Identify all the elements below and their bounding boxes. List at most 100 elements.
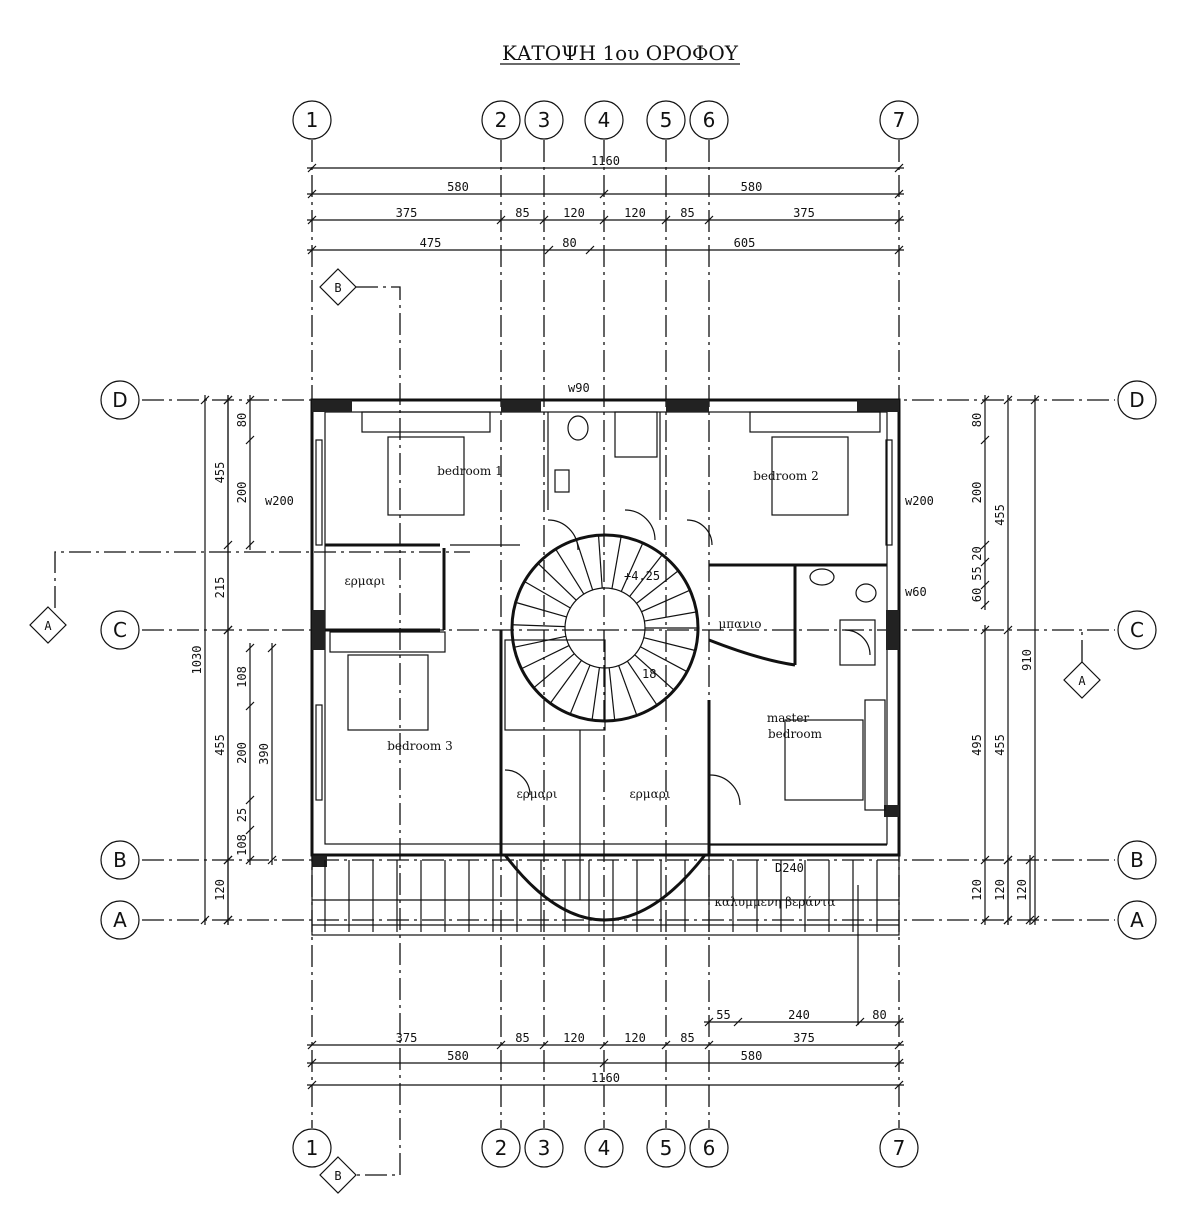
room-label-closet: ερμαρι — [630, 787, 671, 801]
dimension-window: 200 — [235, 742, 249, 764]
grid-bubble-label: A — [113, 908, 127, 932]
dimension-total: 910 — [1020, 649, 1034, 671]
annotation-w90: w90 — [568, 381, 590, 395]
section-marker — [1063, 661, 1101, 699]
section-line-a — [54, 551, 470, 608]
stair-tread — [636, 570, 679, 604]
balcony — [311, 854, 900, 936]
stair-tread — [569, 664, 591, 715]
section-marker-label: A — [1078, 674, 1086, 688]
dimension-tick — [496, 215, 506, 225]
dimension-tick — [1003, 855, 1013, 865]
dimension-tick — [1030, 915, 1040, 925]
bay-wall — [503, 854, 707, 922]
dimension-window: 120 — [1015, 879, 1029, 901]
door-swing — [504, 769, 531, 796]
grid-bubble-D — [100, 380, 140, 420]
dimension-tick — [661, 1040, 671, 1050]
door-swing — [709, 774, 741, 806]
grid-bubble-4 — [584, 1128, 624, 1168]
column — [501, 400, 541, 412]
dimension-window: 60 — [970, 588, 984, 602]
dimension-tick — [599, 189, 609, 199]
grid-bubble-label: 1 — [306, 1136, 319, 1160]
dimension-tick — [980, 435, 990, 445]
dimension-tick — [539, 215, 549, 225]
stair-tread — [524, 580, 571, 609]
dimension-tick — [894, 245, 904, 255]
annotation-steps: 18 — [642, 667, 656, 681]
stair-tread — [555, 548, 585, 595]
dimension-main: 120 — [213, 879, 227, 901]
grid-bubble-C — [100, 610, 140, 650]
dimension-tick — [245, 540, 255, 550]
dimension-segment: 375 — [396, 1031, 418, 1045]
stair-tread — [608, 667, 616, 721]
grid-bubble-A — [100, 900, 140, 940]
section-marker-label: B — [334, 1169, 341, 1183]
grid-bubble-label: B — [1130, 848, 1144, 872]
door-swing — [624, 509, 656, 541]
room-label-bedroom-1: bedroom 1 — [437, 464, 502, 478]
room-label-veranda: καλυμμενη βεράντα — [715, 895, 836, 909]
annotation-w200-left: w200 — [265, 494, 294, 508]
dimension-window: 80 — [970, 413, 984, 427]
dimension-tick — [599, 1040, 609, 1050]
stair-tread — [618, 665, 638, 716]
dimension-segment: 375 — [793, 1031, 815, 1045]
dimension-tick — [307, 189, 317, 199]
toilet — [855, 583, 877, 603]
dimension-tick — [1030, 395, 1040, 405]
grid-bubble-5 — [646, 1128, 686, 1168]
dimension-tick — [245, 795, 255, 805]
dimension-tick — [585, 245, 595, 255]
grid-bubble-7 — [879, 1128, 919, 1168]
dimension-tick — [1003, 395, 1013, 405]
grid-bubble-3 — [524, 1128, 564, 1168]
dimension-total: 1030 — [190, 646, 204, 675]
grid-bubble-label: C — [113, 618, 127, 642]
plan-title: ΚΑΤΟΨΗ 1ου ΟΡΟΦΟΥ — [502, 41, 739, 65]
dimension-window: 390 — [257, 743, 271, 765]
dimension-tick — [894, 189, 904, 199]
annotation-d240: D240 — [775, 861, 804, 875]
dimension-tick — [894, 215, 904, 225]
stair-tread — [620, 542, 644, 592]
dimension-main: 455 — [213, 734, 227, 756]
column — [886, 610, 899, 650]
dimension-tick — [223, 915, 233, 925]
dimension-tick — [223, 625, 233, 635]
dimension-opening: 475 — [420, 236, 442, 250]
stair-tread — [629, 554, 663, 597]
dimension-tick — [539, 1040, 549, 1050]
dimension-tick — [733, 1017, 743, 1027]
dimension-tick — [267, 643, 277, 653]
bed — [387, 436, 465, 516]
dimension-total: 1160 — [591, 1071, 620, 1085]
dimension-segment: 120 — [563, 206, 585, 220]
stair-tread — [513, 635, 566, 648]
dimension-tick — [704, 215, 714, 225]
dimension-window: 55 — [970, 566, 984, 580]
dimension-tick — [980, 580, 990, 590]
dimension-opening: 240 — [788, 1008, 810, 1022]
bathtub — [614, 411, 658, 458]
grid-bubble-2 — [481, 1128, 521, 1168]
dimension-window: 200 — [970, 482, 984, 504]
dimension-half: 580 — [741, 180, 763, 194]
dimension-half: 580 — [741, 1049, 763, 1063]
door-swing — [686, 519, 713, 546]
grid-bubble-label: 4 — [598, 108, 611, 132]
window — [315, 439, 323, 546]
column — [312, 610, 325, 650]
dimension-main: 455 — [993, 734, 1007, 756]
dimension-tick — [307, 1080, 317, 1090]
annotation-w60: w60 — [905, 585, 927, 599]
stair-tread — [597, 535, 603, 589]
grid-bubble-label: 5 — [660, 108, 673, 132]
column — [884, 805, 899, 817]
stair-landing — [504, 639, 606, 731]
dimension-segment: 85 — [515, 206, 529, 220]
grid-bubble-label: A — [1130, 908, 1144, 932]
